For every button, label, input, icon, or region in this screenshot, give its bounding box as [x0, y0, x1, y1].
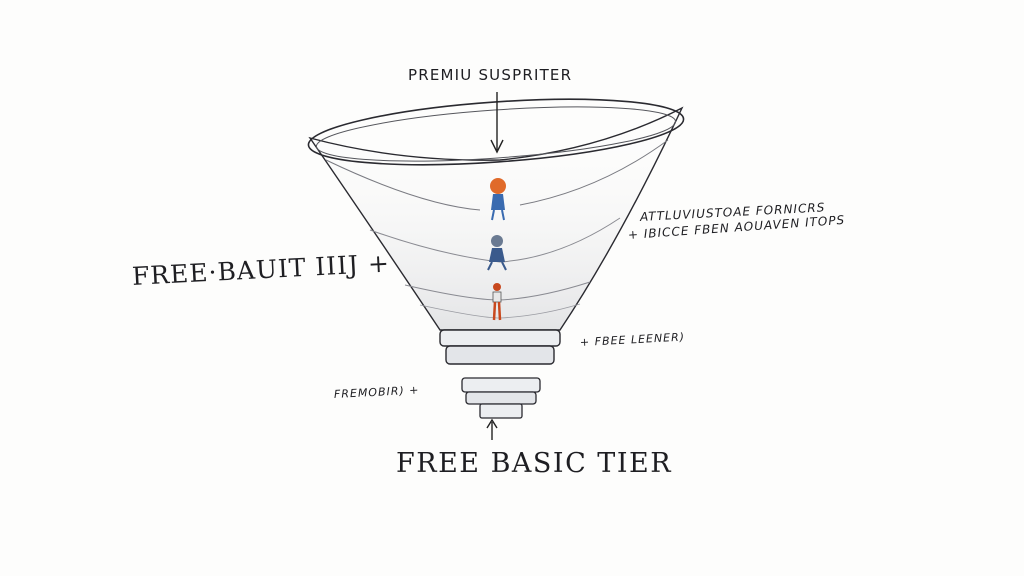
bottom-label: FREE BASIC TIER: [396, 448, 673, 479]
funnel-neck-ring-4: [465, 391, 537, 405]
funnel-inner-line-1: [325, 159, 481, 211]
funnel-inner-line-2: [519, 139, 669, 206]
top-label: PREMIU SUSPRITER: [408, 66, 573, 84]
funnel-body: [308, 106, 684, 331]
funnel-rim-inner: [315, 106, 677, 162]
person-figure-middle: [487, 235, 507, 271]
funnel-neck-ring-2: [445, 345, 555, 365]
person-figure-top: [490, 178, 506, 221]
bottom-arrow-head: [486, 418, 498, 429]
funnel-neck-ring-3: [461, 377, 541, 393]
top-arrow-head: [490, 139, 504, 154]
funnel-neck-ring-1: [439, 329, 561, 347]
person-figure-bottom: [492, 283, 502, 321]
funnel-rim-outer: [307, 98, 685, 166]
funnel-neck-ring-5: [479, 403, 523, 419]
